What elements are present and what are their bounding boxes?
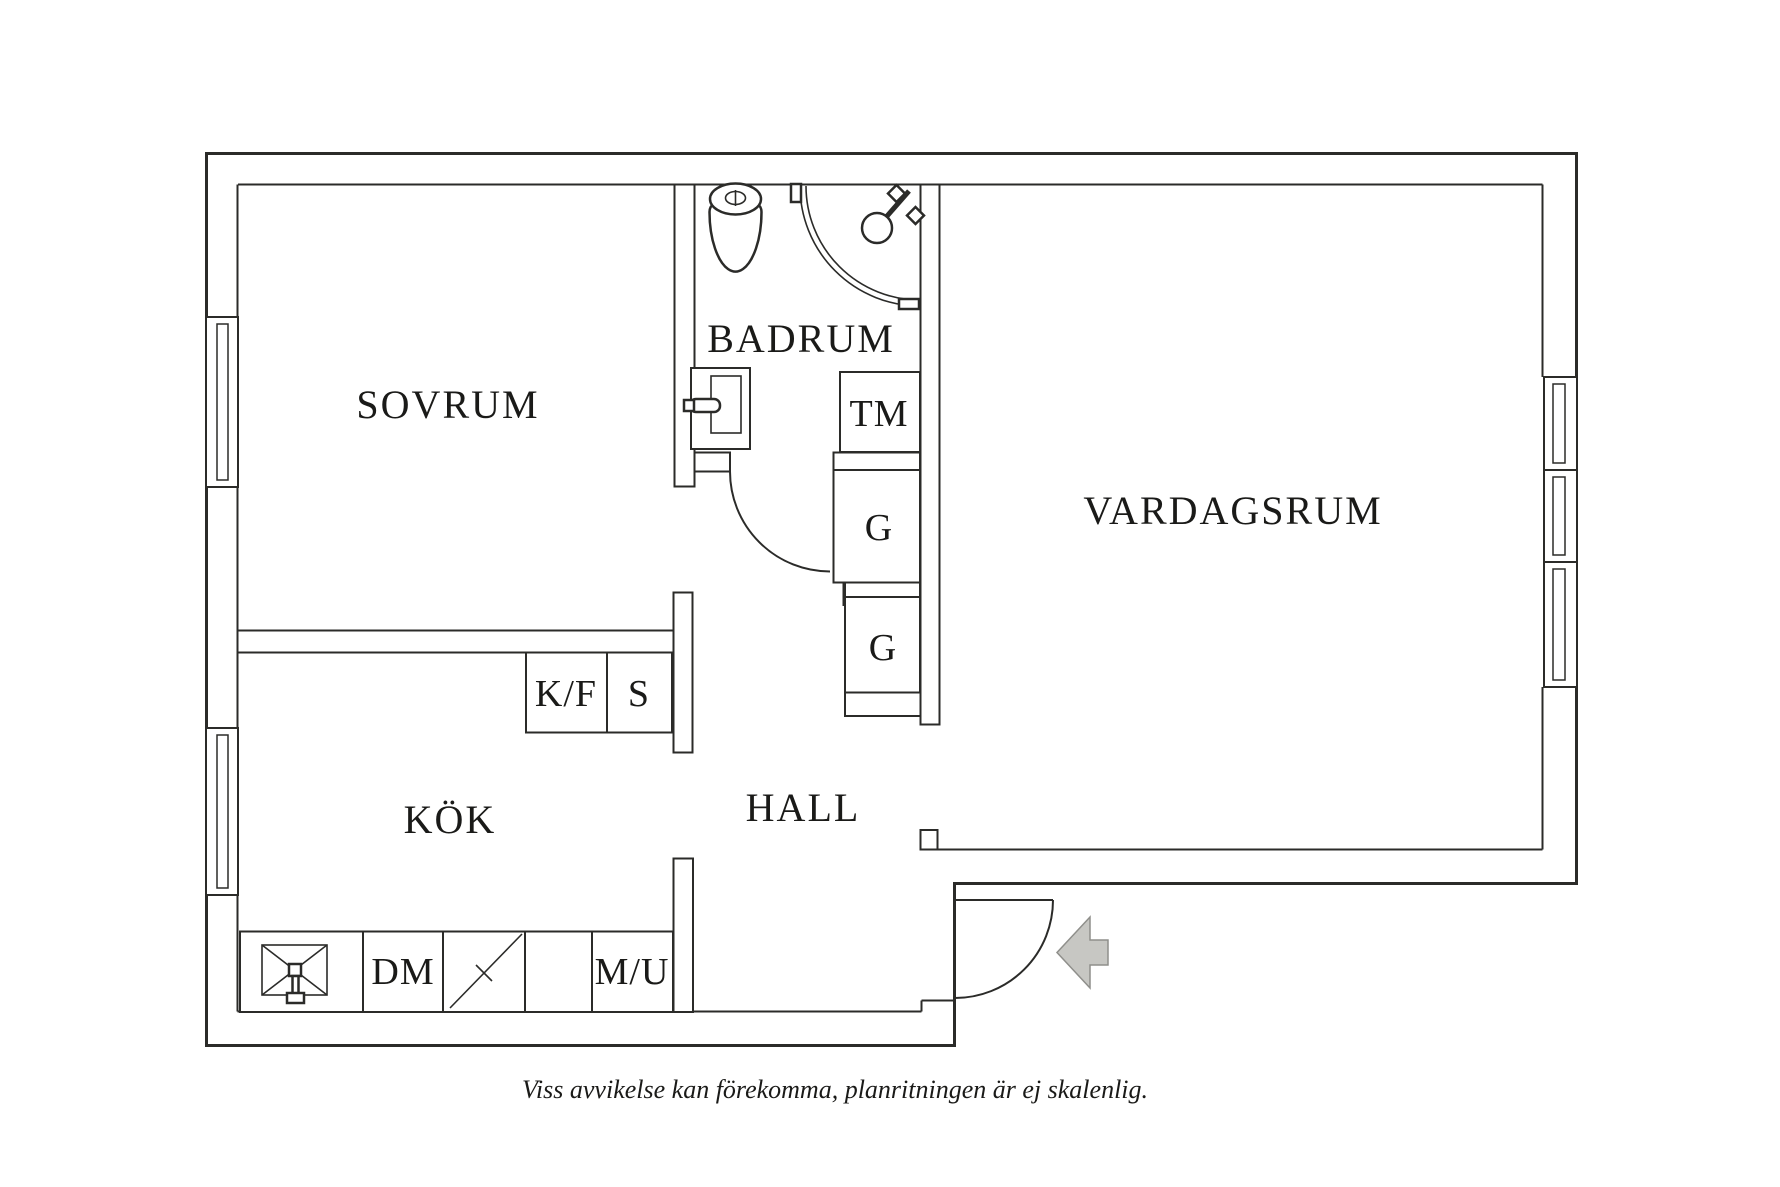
window-vardagsrum [1543,376,1578,688]
label-vardagsrum: VARDAGSRUM [1083,488,1382,533]
wall-badrum-bottom-left [693,451,731,473]
label-badrum: BADRUM [707,316,895,361]
wall-stub-hall-vardagsrum [919,829,939,851]
label-mu: M/U [595,951,670,993]
badrum-door-arc [729,471,831,573]
closet-box-2 [844,596,921,694]
label-kf: K/F [535,673,597,715]
pantry-box [606,651,673,734]
walls [205,152,1578,1047]
entry-arrow-icon [1055,915,1109,990]
wall-sovrum-kok [236,629,675,654]
window-kok [205,727,239,896]
entry-door-arc [954,899,1054,999]
label-kok: KÖK [404,797,497,842]
label-dm: DM [371,951,434,993]
label-g2: G [869,627,897,669]
label-g1: G [865,507,893,549]
stove-icon [449,933,523,1009]
kitchen-counter [239,930,674,1013]
window-sovrum [205,316,239,488]
label-s: S [628,673,650,715]
wall-closet-vardagsrum [919,183,941,726]
wall-stub-kok-hall-upper [672,591,694,754]
closet-box-1 [832,469,921,584]
micro-oven-box [591,930,674,1013]
disclaimer-text: Viss avvikelse kan förekomma, planritnin… [522,1075,1148,1104]
bathroom-sink-icon [682,367,751,450]
label-tm: TM [850,393,909,435]
toilet-icon [708,182,763,273]
label-hall: HALL [746,785,861,830]
kitchen-sink-icon [261,944,328,1005]
wall-closet-bottom [844,691,923,717]
labels: SOVRUM BADRUM VARDAGSRUM KÖK HALL TM G G… [356,316,1382,1104]
windows [205,316,1578,896]
label-sovrum: SOVRUM [356,382,539,427]
dishwasher-box [362,930,444,1013]
wall-stub-kok-hall-lower [672,857,694,1013]
fridge-freezer-box [525,651,608,734]
closets [525,371,921,734]
wall-g1-g2 [844,581,921,598]
outer-wall [205,152,1578,1047]
washing-machine-box [839,371,921,453]
doors [729,471,1054,999]
counter-box [524,930,593,1013]
shower-icon [789,182,926,311]
wall-badrum-bottom-right [832,451,921,471]
